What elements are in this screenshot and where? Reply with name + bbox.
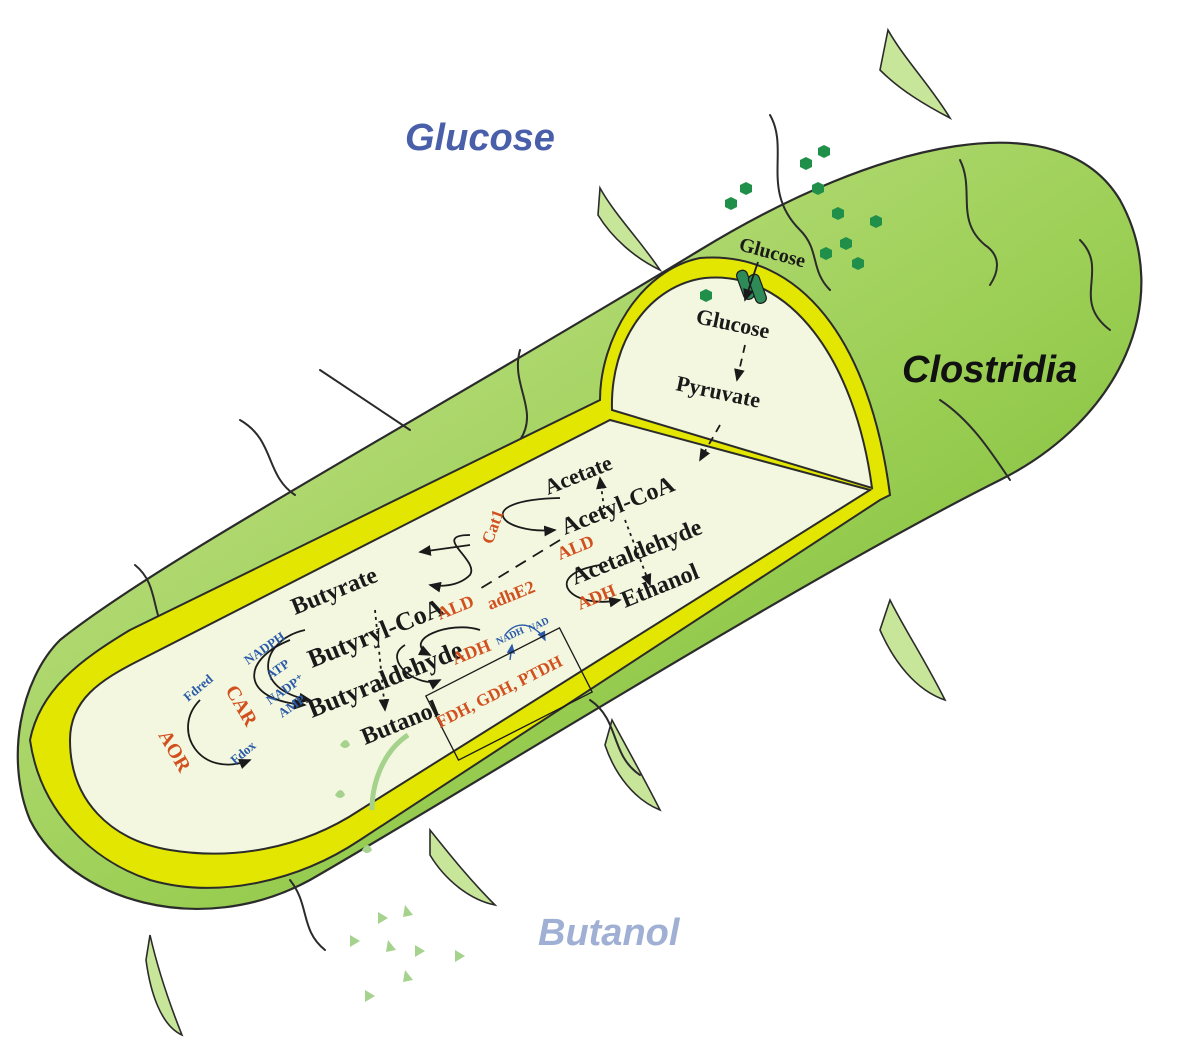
glucose-outside-label: Glucose xyxy=(405,117,555,159)
butanol-outside-label: Butanol xyxy=(538,912,681,954)
organism-label: Clostridia xyxy=(902,349,1077,391)
glucose-particles xyxy=(700,145,882,302)
butanol-efflux-arrow xyxy=(369,732,410,811)
pathway-arrows xyxy=(187,261,759,770)
cytoplasm-floor xyxy=(68,418,873,855)
surface-lines xyxy=(134,114,1111,951)
cytoplasm-cap xyxy=(610,276,874,490)
flagella xyxy=(145,27,953,1037)
regen-box xyxy=(424,627,594,761)
butanol-droplets xyxy=(335,740,465,1002)
